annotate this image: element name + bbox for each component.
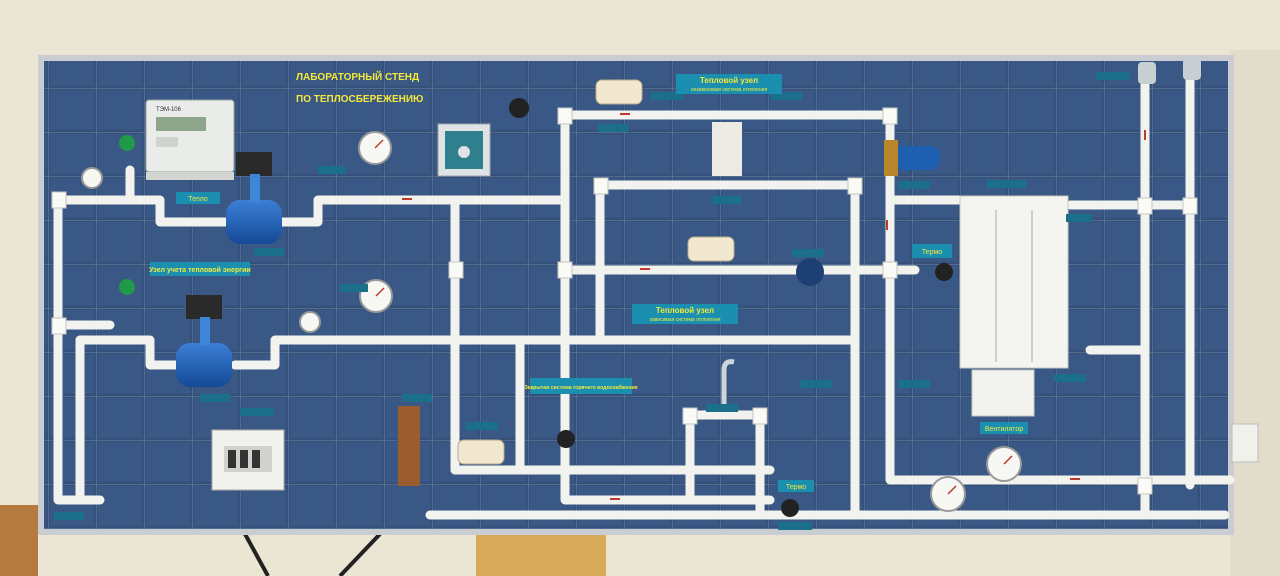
mixer-faucet — [721, 359, 735, 410]
actuators — [457, 79, 735, 465]
svg-text:Термо: Термо — [922, 249, 942, 256]
meter-display — [156, 117, 206, 131]
electrical-box — [211, 429, 285, 491]
easel-leg-left — [243, 533, 270, 576]
label-thermo-left: Тепло — [176, 192, 220, 204]
stand-title: ЛАБОРАТОРНЫЙ СТЕНД ПО ТЕПЛОСБЕРЕЖЕНИЮ — [296, 70, 423, 105]
circulation-pump-mid — [796, 258, 824, 286]
gauge-4 — [81, 167, 103, 189]
data-sheet — [712, 122, 742, 176]
wall-right — [1230, 50, 1280, 576]
svg-text:Тепловой узел: Тепловой узел — [700, 76, 758, 85]
svg-text:Тепловой узел: Тепловой узел — [656, 306, 714, 315]
svg-text:независимая система отопления: независимая система отопления — [691, 87, 768, 93]
chair — [476, 533, 606, 576]
desk-left — [0, 505, 38, 576]
label-heat-node-dependent: Тепловой узел зависимая система отоплени… — [632, 304, 738, 324]
svg-text:Вентилятор: Вентилятор — [985, 426, 1023, 433]
label-fan-coil: Вентилятор — [980, 422, 1028, 434]
label-thermo-bottom: Термо — [778, 480, 814, 492]
wall-socket — [1231, 423, 1259, 463]
gauge-needles — [374, 139, 1013, 495]
gauge-3 — [299, 311, 321, 333]
pipe-fittings — [51, 107, 1198, 495]
label-closed-hot-water: Закрытая система горячего водоснабжения — [524, 378, 638, 394]
svg-text:Тепло: Тепло — [188, 196, 208, 203]
green-valves — [119, 135, 135, 295]
pipe-network — [53, 75, 1235, 520]
controller-panel — [437, 123, 491, 177]
label-thermo-right: Термо — [912, 244, 952, 258]
stand-title-line2: ПО ТЕПЛОСБЕРЕЖЕНИЮ — [296, 94, 423, 105]
plate-heat-exchanger — [398, 406, 420, 486]
radiator — [959, 195, 1069, 417]
stand-title-line1: ЛАБОРАТОРНЫЙ СТЕНД — [296, 70, 419, 83]
flowmeter-bottom — [176, 295, 232, 387]
flow-arrows — [402, 113, 1146, 500]
air-vents — [1138, 58, 1201, 84]
flowmeter-top — [226, 152, 282, 244]
svg-text:Узел учета тепловой энергии: Узел учета тепловой энергии — [149, 266, 250, 274]
svg-text:Закрытая система горячего водо: Закрытая система горячего водоснабжения — [524, 384, 637, 391]
meter-model: ТЭМ-106 — [156, 107, 182, 113]
circulation-pump-top — [884, 140, 940, 176]
label-heat-node-independent: Тепловой узел независимая система отопле… — [676, 74, 782, 94]
svg-text:Термо: Термо — [786, 484, 806, 491]
easel-leg-mid — [338, 532, 382, 576]
svg-text:зависимая система отопления: зависимая система отопления — [650, 317, 721, 323]
small-labels — [54, 72, 1130, 530]
heat-meter-tem106: ТЭМ-106 — [145, 99, 235, 180]
black-valves — [509, 98, 953, 517]
label-metering-node: Узел учета тепловой энергии — [149, 262, 251, 276]
